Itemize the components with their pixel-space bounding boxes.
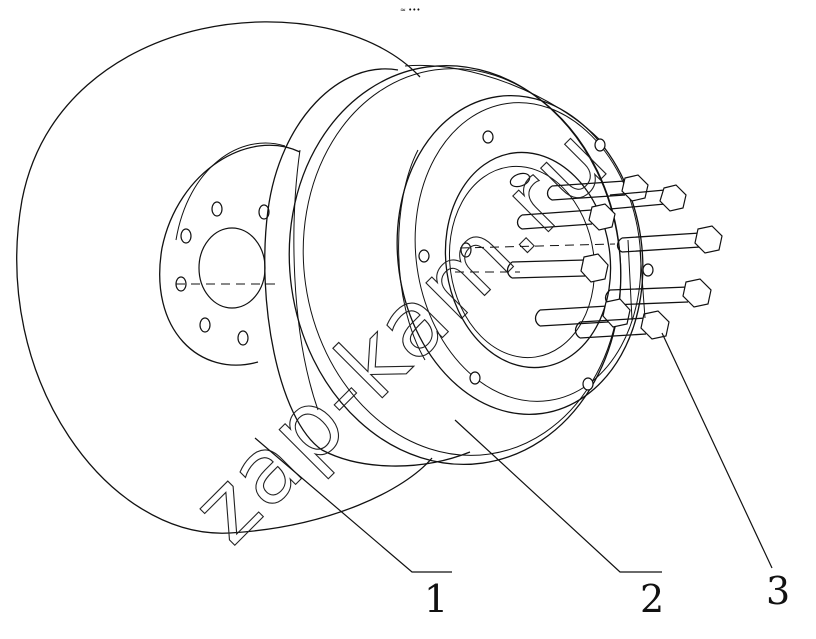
callout-3: 3 [766,569,790,613]
leader-1 [254,437,452,573]
top-mark: ≈ ••• [400,6,420,14]
callout-2: 2 [640,577,664,621]
part-2-housing [264,64,654,467]
callout-1: 1 [424,577,448,621]
part-3-bolts [506,174,723,340]
leader-3 [661,332,773,569]
leader-2 [454,419,662,573]
